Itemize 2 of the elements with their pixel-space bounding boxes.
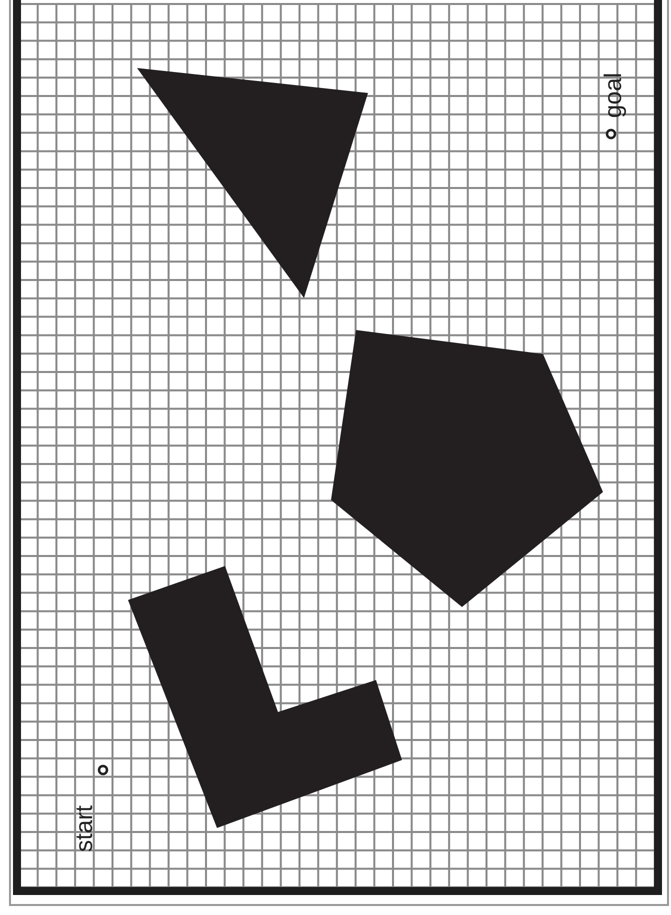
point-label: goal [602,72,626,118]
point-label: start [73,805,97,852]
